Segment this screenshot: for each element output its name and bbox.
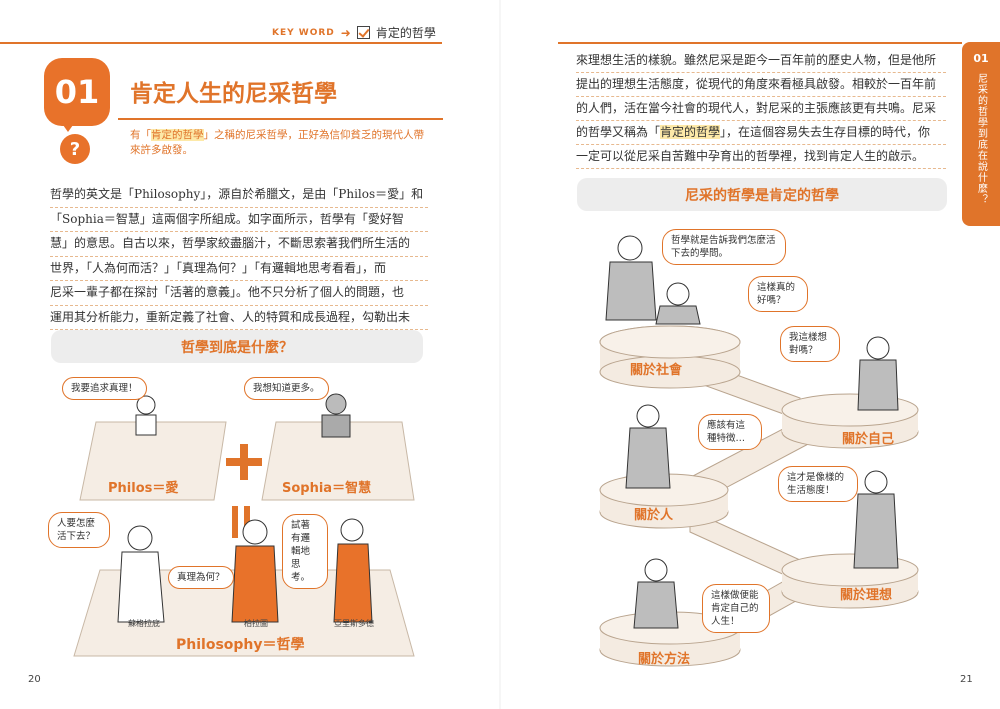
line-text: 的人們，活在當今社會的現代人，對尼采的主張應該更有共鳴。尼采 [576,101,937,115]
subtitle-suffix: 」之稱的尼采哲學，正好為信仰貧乏的現代人帶來許多啟發。 [130,129,424,156]
body-line: 慧」的意思。自古以來，哲學家絞盡腦汁，不斷思索著我們所生活的 [50,232,428,257]
nietzsche-figure [605,235,657,321]
body-line: 的人們，活在當今社會的現代人，對尼采的主張應該更有共鳴。尼采 [576,97,946,121]
speech-bubble: 我要追求真理！ [62,377,147,400]
line-text: 的哲學又稱為「 [576,125,661,139]
side-tab-text: 尼采的哲學到底在說什麼？ [975,73,987,205]
body-line: 的哲學又稱為「肯定的哲學」，在這個容易失去生存目標的時代，你 [576,121,946,145]
disc-society-top [599,325,741,359]
speech-bubble: 我想知道更多。 [244,377,329,400]
right-page-number: 21 [960,674,973,685]
speech-bubble: 我這樣想對嗎？ [780,326,840,362]
keyword-header: KEY WORD ➜ 肯定的哲學 [272,24,436,41]
body-line: 「Sophia＝智慧」這兩個字所組成。如字面所示，哲學有「愛好智 [50,208,428,232]
body-line: 運用其分析能力，重新定義了社會、人的特質和成長過程，勾勒出未 [50,306,428,330]
sophia-label: Sophia＝智慧 [282,481,372,496]
philosophy-label: Philosophy＝哲學 [176,637,305,653]
sophia-platform [261,421,415,501]
line-text: 提出的理想生活態度，從現代的角度來看極具啟發。相較於一百年前 [576,77,937,91]
badge-tail [58,118,78,132]
arrow-right-icon: ➜ [340,25,351,40]
speech-bubble: 這樣做便能肯定自己的人生！ [702,584,770,633]
disc-label-self: 關於自己 [842,432,895,447]
caption-plato: 柏拉圖 [244,619,268,628]
speech-bubble: 真理為何？ [168,566,234,589]
keyword-text: 肯定的哲學 [375,26,436,40]
caption-aristotle: 亞里斯多德 [334,619,374,628]
nietzsche-figure [655,282,701,325]
subtitle: 有「肯定的哲學」之稱的尼采哲學，正好為信仰貧乏的現代人帶來許多啟發。 [130,128,430,158]
equals-icon-r [244,506,250,538]
philos-label: Philos＝愛 [108,481,179,496]
plus-icon-v [240,444,248,480]
left-page-number: 20 [28,674,41,685]
philos-platform [79,421,227,501]
checkbox-icon [356,26,370,39]
equals-icon-l [232,506,238,538]
right-diagram-shapes [599,235,919,667]
speech-bubble: 這才是像樣的生活態度！ [778,466,858,502]
plato-figure [231,519,279,623]
thinker-figure [321,393,351,438]
disc-label-society: 關於社會 [630,363,683,378]
speech-bubble: 應該有這種特徵… [698,414,762,450]
side-tab-number: 01 [973,52,989,65]
subtitle-highlight: 肯定的哲學 [151,129,204,141]
chapter-number-badge: 01 [44,58,110,126]
body-line: 世界，「人為何而活？」「真理為何？」「有邏輯地思考看看」，而 [50,257,428,281]
body-line: 尼采一輩子都在探討「活著的意義」。他不只分析了個人的問題，也 [50,281,428,306]
disc-label-people: 關於人 [634,508,674,523]
right-header-rule [558,42,962,44]
body-line: 來理想生活的樣貌。雖然尼采是距今一百年前的歷史人物，但是他所 [576,49,946,73]
question-icon: ? [60,134,90,164]
header-rule [0,42,442,44]
nietzsche-figure [853,470,899,569]
speech-bubble: 這樣真的好嗎？ [748,276,808,312]
socrates-figure [117,525,165,623]
line-text: 一定可以從尼采自苦難中孕育出的哲學裡，找到肯定人生的啟示。 [576,149,925,163]
chapter-side-tab: 01 尼采的哲學到底在說什麼？ [962,42,1000,226]
subtitle-prefix: 有「 [130,129,151,141]
truth-seeker-figure [135,395,157,436]
left-section-title: 哲學到底是什麼？ [51,330,423,363]
nietzsche-figure [857,336,899,411]
caption-socrates: 蘇格拉底 [128,619,160,628]
page-gutter [499,0,501,709]
left-body-text: 哲學的英文是「Philosophy」，源自於希臘文，是由「Philos＝愛」和 … [50,183,428,330]
title-rule [118,118,443,120]
body-line: 一定可以從尼采自苦難中孕育出的哲學裡，找到肯定人生的啟示。 [576,145,946,169]
body-line: 哲學的英文是「Philosophy」，源自於希臘文，是由「Philos＝愛」和 [50,183,428,208]
aristotle-figure [333,518,373,623]
disc-label-method: 關於方法 [638,652,691,667]
right-section-title: 尼采的哲學是肯定的哲學 [577,178,947,211]
speech-bubble: 人要怎麼活下去？ [48,512,110,548]
speech-bubble: 哲學就是告訴我們怎麼活下去的學問。 [662,229,786,265]
speech-bubble: 試著有邏輯地思考。 [282,514,328,589]
body-line: 提出的理想生活態度，從現代的角度來看極具啟發。相較於一百年前 [576,73,946,97]
line-text: 」，在這個容易失去生存目標的時代，你 [720,125,931,139]
page-title: 肯定人生的尼采哲學 [130,81,337,107]
nietzsche-figure [633,558,679,629]
nietzsche-figure [625,404,671,489]
keyword-tag: KEY WORD [272,27,335,38]
disc-label-ideal: 關於理想 [840,588,893,603]
right-body-text: 來理想生活的樣貌。雖然尼采是距今一百年前的歷史人物，但是他所 提出的理想生活態度… [576,49,946,169]
line-text: 來理想生活的樣貌。雖然尼采是距今一百年前的歷史人物，但是他所 [576,53,937,67]
line-highlight: 肯定的哲學 [660,125,721,139]
left-diagram-shapes [73,393,415,657]
